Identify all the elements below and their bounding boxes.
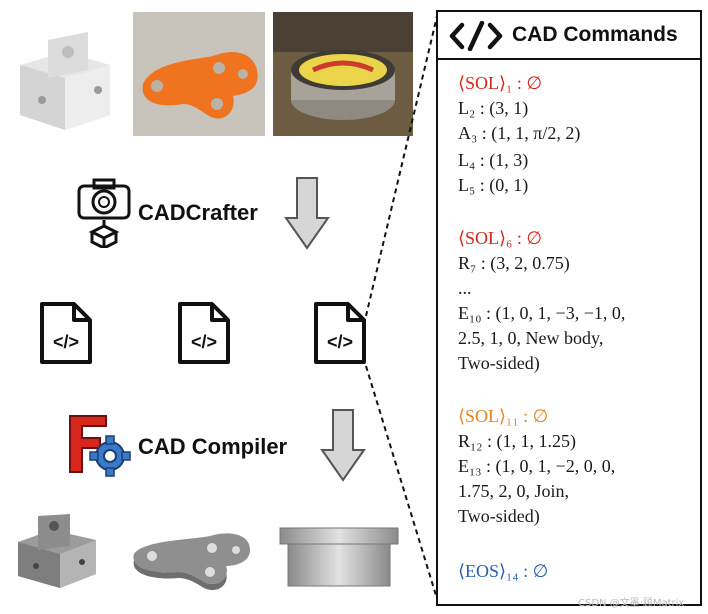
- command-line: A₃ : (1, 1, π/2, 2): [458, 123, 581, 143]
- output-render-bracket: [18, 514, 96, 588]
- input-render-bracket: [20, 32, 110, 130]
- input-photo-orange-part: [133, 12, 265, 136]
- command-line: E₁₀ : (1, 0, 1, −3, −1, 0,: [458, 303, 626, 323]
- command-line: ⟨EOS⟩₁₄ : ∅: [458, 561, 549, 581]
- code-file-icon: </>: [314, 302, 366, 364]
- command-line: ⟨SOL⟩₁ : ∅: [458, 73, 543, 93]
- command-line: ⟨SOL⟩₆ : ∅: [458, 228, 543, 248]
- panel-header: CAD Commands: [438, 12, 700, 60]
- watermark: CSDN @文墨·顾Matrix: [578, 598, 685, 609]
- command-line: ⟨SOL⟩₁₁ : ∅: [458, 406, 549, 426]
- command-line: L₄ : (1, 3): [458, 150, 529, 170]
- cadcrafter-label: CADCrafter: [138, 200, 258, 225]
- command-line: Two-sided): [458, 353, 540, 373]
- command-line: L₂ : (3, 1): [458, 98, 529, 118]
- down-arrow-icon: [284, 177, 330, 250]
- svg-text:</>: </>: [53, 332, 79, 352]
- command-line: E₁₃ : (1, 0, 1, −2, 0, 0,: [458, 456, 616, 476]
- svg-text:</>: </>: [191, 332, 217, 352]
- command-line: 2.5, 1, 0, New body,: [458, 328, 604, 348]
- down-arrow-icon: [320, 409, 366, 482]
- command-line: R₁₂ : (1, 1, 1.25): [458, 431, 577, 451]
- code-file-icon: </>: [178, 302, 230, 364]
- command-line: R₇ : (3, 2, 0.75): [458, 253, 570, 273]
- cad-compiler-label: CAD Compiler: [138, 434, 288, 459]
- camera-cube-icon: [77, 178, 131, 248]
- input-photo-tin-can: [273, 12, 413, 136]
- output-render-plate: [133, 533, 250, 591]
- command-line: 1.75, 2, 0, Join,: [458, 481, 570, 501]
- cad-commands-panel: CAD Commands ⟨SOL⟩₁ : ∅ L₂ : (3, 1) A₃ :…: [436, 10, 702, 606]
- code-file-icon: </>: [40, 302, 92, 364]
- command-line: Two-sided): [458, 506, 540, 526]
- freecad-gear-icon: [69, 415, 131, 477]
- panel-title: CAD Commands: [512, 23, 678, 46]
- svg-text:</>: </>: [327, 332, 353, 352]
- command-line: L₅ : (0, 1): [458, 175, 529, 195]
- command-line: ...: [458, 278, 472, 298]
- code-brackets-icon: [449, 21, 503, 51]
- output-render-cylinder: [279, 527, 399, 587]
